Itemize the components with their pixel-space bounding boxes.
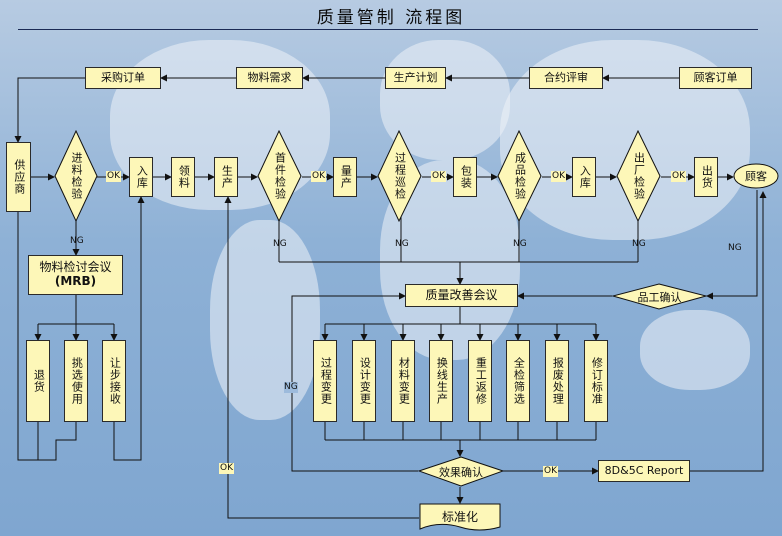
- ng-label-patrol: NG: [395, 239, 409, 249]
- shipping-box: 出货: [694, 157, 718, 197]
- effect-confirm-label: 效果确认: [439, 465, 483, 479]
- standardize-shape: 标准化: [419, 503, 501, 533]
- quality-meeting-box: 质量改善会议: [405, 284, 518, 307]
- first-article-label: 首件检验: [273, 152, 287, 200]
- title-divider: [18, 29, 758, 30]
- ng-label-effect: NG: [284, 382, 298, 393]
- improvement-line-change: 换线生产: [429, 340, 453, 422]
- return-goods-box: 退货: [26, 340, 50, 422]
- outgoing-check-diamond: 出厂检验: [616, 130, 661, 222]
- supplier-box: 供应商: [6, 142, 31, 212]
- diagram-title: 质量管制 流程图: [316, 8, 466, 28]
- mrb-box: 物料检讨会议 (MRB): [28, 255, 123, 295]
- material-requirement-box: 物料需求: [236, 67, 303, 89]
- improvement-rework: 重工返修: [468, 340, 492, 422]
- improvement-revise-standard: 修订标准: [584, 340, 608, 422]
- mrb-title: 物料检讨会议: [39, 260, 112, 275]
- standardize-label: 标准化: [441, 509, 478, 524]
- incoming-check-diamond: 进料检验: [54, 130, 98, 222]
- customer-order-box: 顾客订单: [679, 67, 752, 89]
- ok-label-finished: OK: [551, 171, 566, 182]
- material-pick-box: 领料: [171, 157, 195, 197]
- improvement-scrap: 报废处理: [545, 340, 569, 422]
- customer-ellipse: 顾客: [733, 163, 779, 189]
- mass-production-box: 量产: [333, 157, 357, 197]
- ok-label-outgoing: OK: [671, 171, 686, 182]
- ng-label-first-article: NG: [273, 239, 287, 249]
- contract-review-box: 合约评审: [529, 67, 603, 89]
- warehouse-in-box: 入库: [129, 157, 153, 197]
- ok-label-first-article: OK: [311, 171, 326, 182]
- ng-label-customer: NG: [728, 243, 742, 253]
- outgoing-check-label: 出厂检验: [632, 152, 646, 200]
- ng-label-finished: NG: [513, 239, 527, 249]
- improvement-full-inspection: 全检筛选: [506, 340, 530, 422]
- inprocess-patrol-label: 过程巡检: [393, 152, 407, 200]
- warehouse-in-2-box: 入库: [572, 157, 596, 197]
- finished-check-label: 成品检验: [513, 152, 527, 200]
- ok-label-incoming: OK: [106, 171, 121, 182]
- improvement-process-change: 过程变更: [313, 340, 337, 422]
- purchase-order-box: 采购订单: [85, 67, 161, 89]
- ok-label-standardize: OK: [219, 463, 234, 474]
- packaging-box: 包装: [453, 157, 477, 197]
- finished-check-diamond: 成品检验: [497, 130, 542, 222]
- customer-label: 顾客: [745, 170, 767, 183]
- improvement-design-change: 设计变更: [352, 340, 376, 422]
- incoming-check-label: 进料检验: [70, 152, 83, 200]
- ok-label-patrol: OK: [431, 171, 446, 182]
- ng-label-outgoing: NG: [632, 239, 646, 249]
- inprocess-patrol-diamond: 过程巡检: [377, 130, 422, 222]
- concession-box: 让步接收: [102, 340, 126, 422]
- mrb-subtitle: (MRB): [54, 274, 97, 288]
- first-article-diamond: 首件检验: [257, 130, 302, 222]
- sort-and-use-box: 挑选使用: [64, 340, 88, 422]
- ng-label-incoming: NG: [70, 236, 84, 246]
- production-plan-box: 生产计划: [385, 67, 446, 89]
- production-box: 生产: [214, 157, 238, 197]
- ok-label-effect: OK: [543, 466, 558, 477]
- map-land-australia: [640, 310, 750, 390]
- report-box: 8D&5C Report: [598, 460, 690, 482]
- qe-confirm-label: 品工确认: [637, 290, 682, 304]
- qe-confirm-diamond: 品工确认: [612, 283, 707, 310]
- improvement-material-change: 材料变更: [391, 340, 415, 422]
- effect-confirm-diamond: 效果确认: [418, 456, 504, 487]
